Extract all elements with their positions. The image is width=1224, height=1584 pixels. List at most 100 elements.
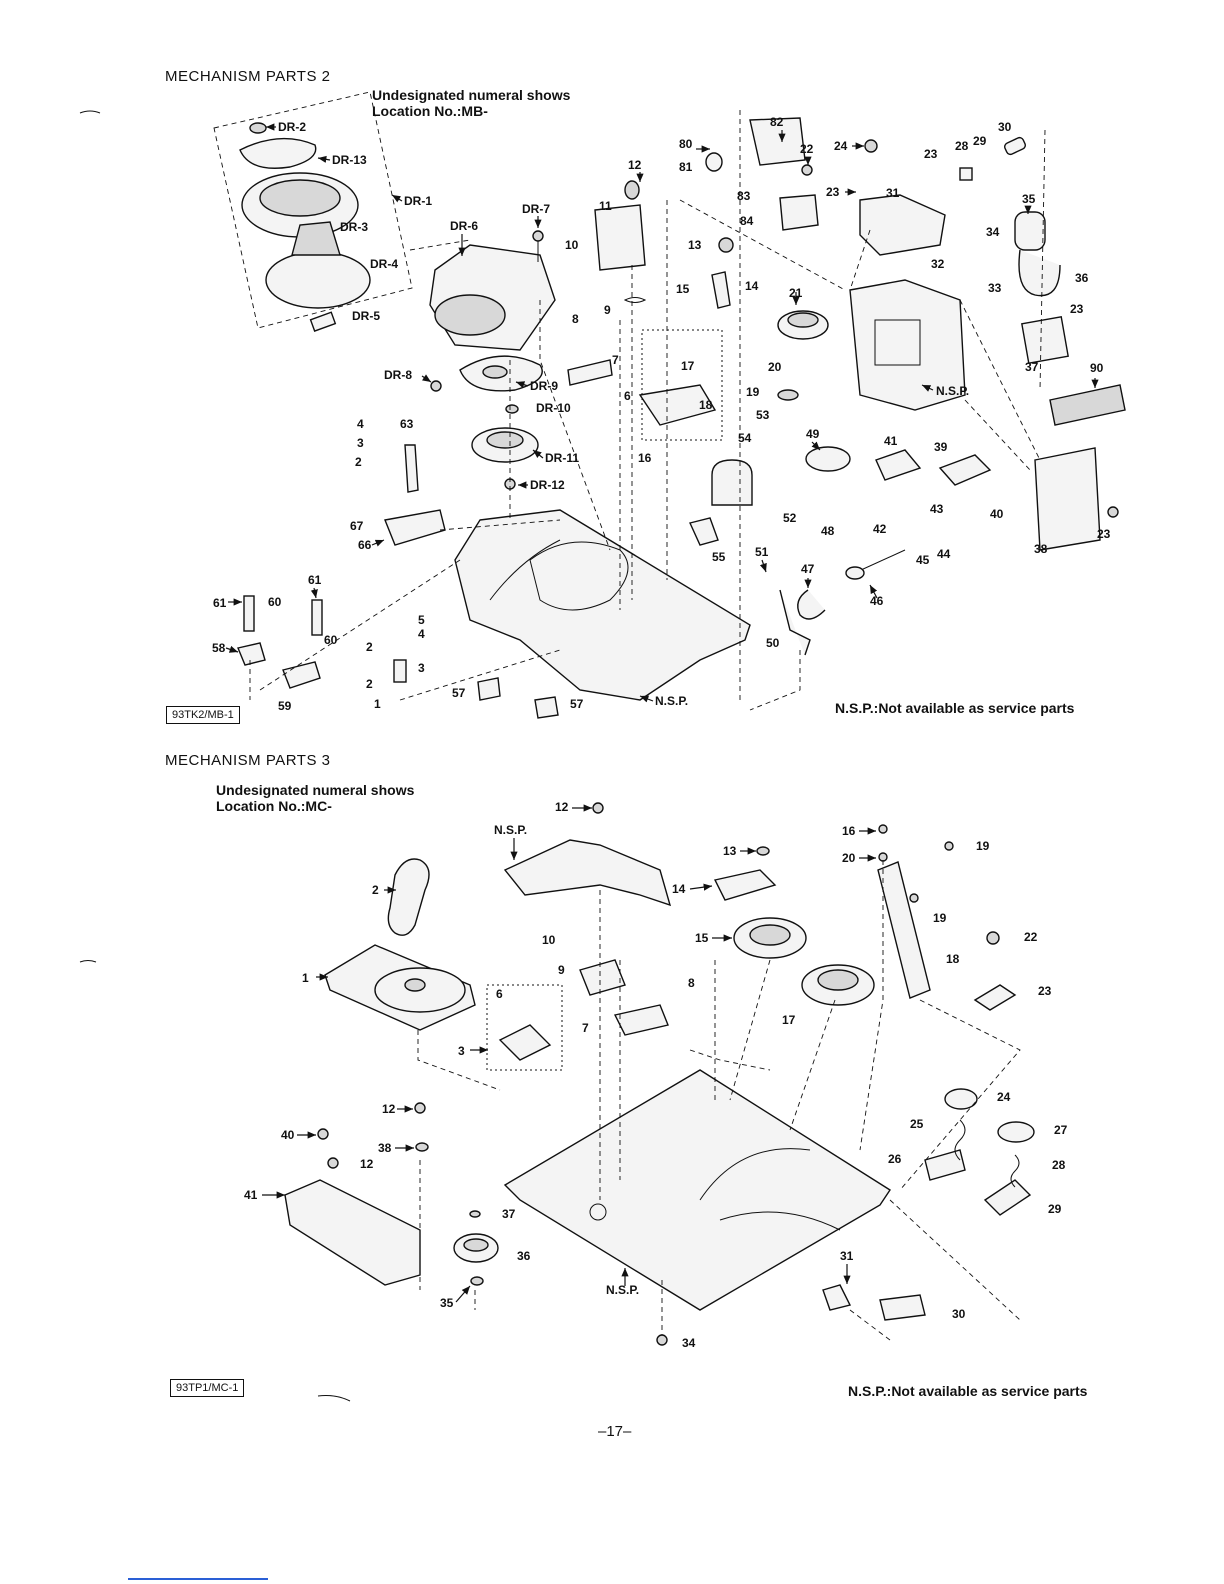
leader-arrow <box>515 381 529 389</box>
leader-arrow <box>371 539 385 547</box>
lever-23 <box>973 984 1017 1011</box>
label3-17: 17 <box>782 1013 796 1027</box>
washer-20 <box>878 852 888 862</box>
assembly-line <box>964 399 1031 471</box>
label3-26: 26 <box>888 1152 902 1166</box>
label-23c: 23 <box>1070 302 1084 316</box>
assembly-line <box>409 239 471 251</box>
label3-22: 22 <box>1024 930 1038 944</box>
label-dr6: DR-6 <box>450 219 478 233</box>
label-60a: 60 <box>268 595 282 609</box>
label-dr2: DR-2 <box>278 120 306 134</box>
lever-17 <box>638 384 717 426</box>
washer-16 <box>878 824 888 834</box>
drum-assembly-outline <box>213 91 413 329</box>
leader-arrow <box>532 449 544 459</box>
mechanism-parts-3-drawing: 1 2 3 6 7 8 9 10 12 12 12 13 14 15 16 17… <box>244 800 1068 1350</box>
section3-note-line2: Location No.:MC- <box>216 798 332 814</box>
assembly-line <box>439 519 561 531</box>
gear-36-hub <box>463 1238 489 1252</box>
label-dr11: DR-11 <box>545 451 579 465</box>
label3-nsp-a: N.S.P. <box>494 823 527 837</box>
margin-mark <box>79 960 97 963</box>
label-dr3: DR-3 <box>340 220 368 234</box>
drum-base <box>429 244 556 351</box>
part-57a <box>477 677 501 701</box>
leader-arrow <box>689 883 713 891</box>
assembly-line-3 <box>889 1199 1021 1321</box>
assembly-line <box>679 199 846 291</box>
post-63 <box>404 444 419 493</box>
bracket-31 <box>859 194 946 256</box>
screw-30 <box>1004 136 1026 156</box>
label3-2: 2 <box>372 883 379 897</box>
pinch-52 <box>711 459 753 506</box>
belt-2 <box>387 858 430 936</box>
dr9-hub <box>482 365 508 379</box>
label-19: 19 <box>746 385 760 399</box>
gear-24 <box>944 1088 978 1110</box>
lever-30 <box>879 1294 926 1321</box>
assembly-line <box>259 559 461 691</box>
label-17: 17 <box>681 359 695 373</box>
label-dr9: DR-9 <box>530 379 558 393</box>
assembly-line <box>1039 129 1046 391</box>
screw-34 <box>656 1334 668 1346</box>
leader-arrow <box>921 384 934 392</box>
section3-note: Undesignated numeral shows Location No.:… <box>216 782 414 814</box>
dr7-screw <box>532 230 544 242</box>
label3-25: 25 <box>910 1117 924 1131</box>
label-58: 58 <box>212 641 226 655</box>
lever-9 <box>579 959 626 996</box>
label-4b: 4 <box>357 417 364 431</box>
section3-note-line1: Undesignated numeral shows <box>216 782 415 798</box>
cover-38 <box>1034 447 1101 551</box>
slide-18 <box>877 861 931 999</box>
section2-title: MECHANISM PARTS 2 <box>165 68 331 85</box>
label-dr12: DR-12 <box>530 478 565 492</box>
label-23d: 23 <box>1097 527 1111 541</box>
label-46: 46 <box>870 594 884 608</box>
label-57a: 57 <box>452 686 466 700</box>
arm-66 <box>384 509 446 546</box>
gear-19 <box>777 389 799 401</box>
label-29: 29 <box>973 134 987 148</box>
label-84: 84 <box>740 214 754 228</box>
washer-38 <box>415 1142 429 1152</box>
label3-15: 15 <box>695 931 709 945</box>
mechanism-parts-2-drawing: DR-2 DR-13 DR-1 DR-3 DR-4 DR-5 DR-6 DR-7… <box>212 91 1126 719</box>
main-frame <box>849 279 966 411</box>
screw-23 <box>1107 506 1119 518</box>
gear-21-hub <box>787 312 819 328</box>
label-3b: 3 <box>357 436 364 450</box>
assembly-line <box>849 229 871 291</box>
label-15: 15 <box>676 282 690 296</box>
label-14: 14 <box>745 279 759 293</box>
label-41: 41 <box>884 434 898 448</box>
shaft-46-head <box>845 566 865 580</box>
margin-mark <box>79 110 101 114</box>
gear-49 <box>805 446 851 472</box>
label3-34: 34 <box>682 1336 696 1350</box>
assembly-line-3 <box>789 999 836 1131</box>
part-29 <box>959 167 973 181</box>
leader-arrow <box>317 155 331 163</box>
label-59: 59 <box>278 699 292 713</box>
assembly-line <box>539 300 611 551</box>
gear-27 <box>997 1121 1035 1143</box>
label-dr1: DR-1 <box>404 194 432 208</box>
drum-plate <box>239 137 317 169</box>
lever-55 <box>689 517 719 546</box>
label3-12a: 12 <box>555 800 569 814</box>
label3-12b: 12 <box>382 1102 396 1116</box>
chassis-3-hole <box>589 1203 607 1221</box>
section2-note-line2: Location No.:MB- <box>372 103 488 119</box>
drum-bracket <box>309 311 337 332</box>
label3-29: 29 <box>1048 1202 1062 1216</box>
label-52: 52 <box>783 511 797 525</box>
assembly-line-3 <box>689 1049 771 1071</box>
label-57b: 57 <box>570 697 584 711</box>
label-61a: 61 <box>213 596 227 610</box>
part-81 <box>705 152 723 172</box>
label-82: 82 <box>770 115 784 129</box>
